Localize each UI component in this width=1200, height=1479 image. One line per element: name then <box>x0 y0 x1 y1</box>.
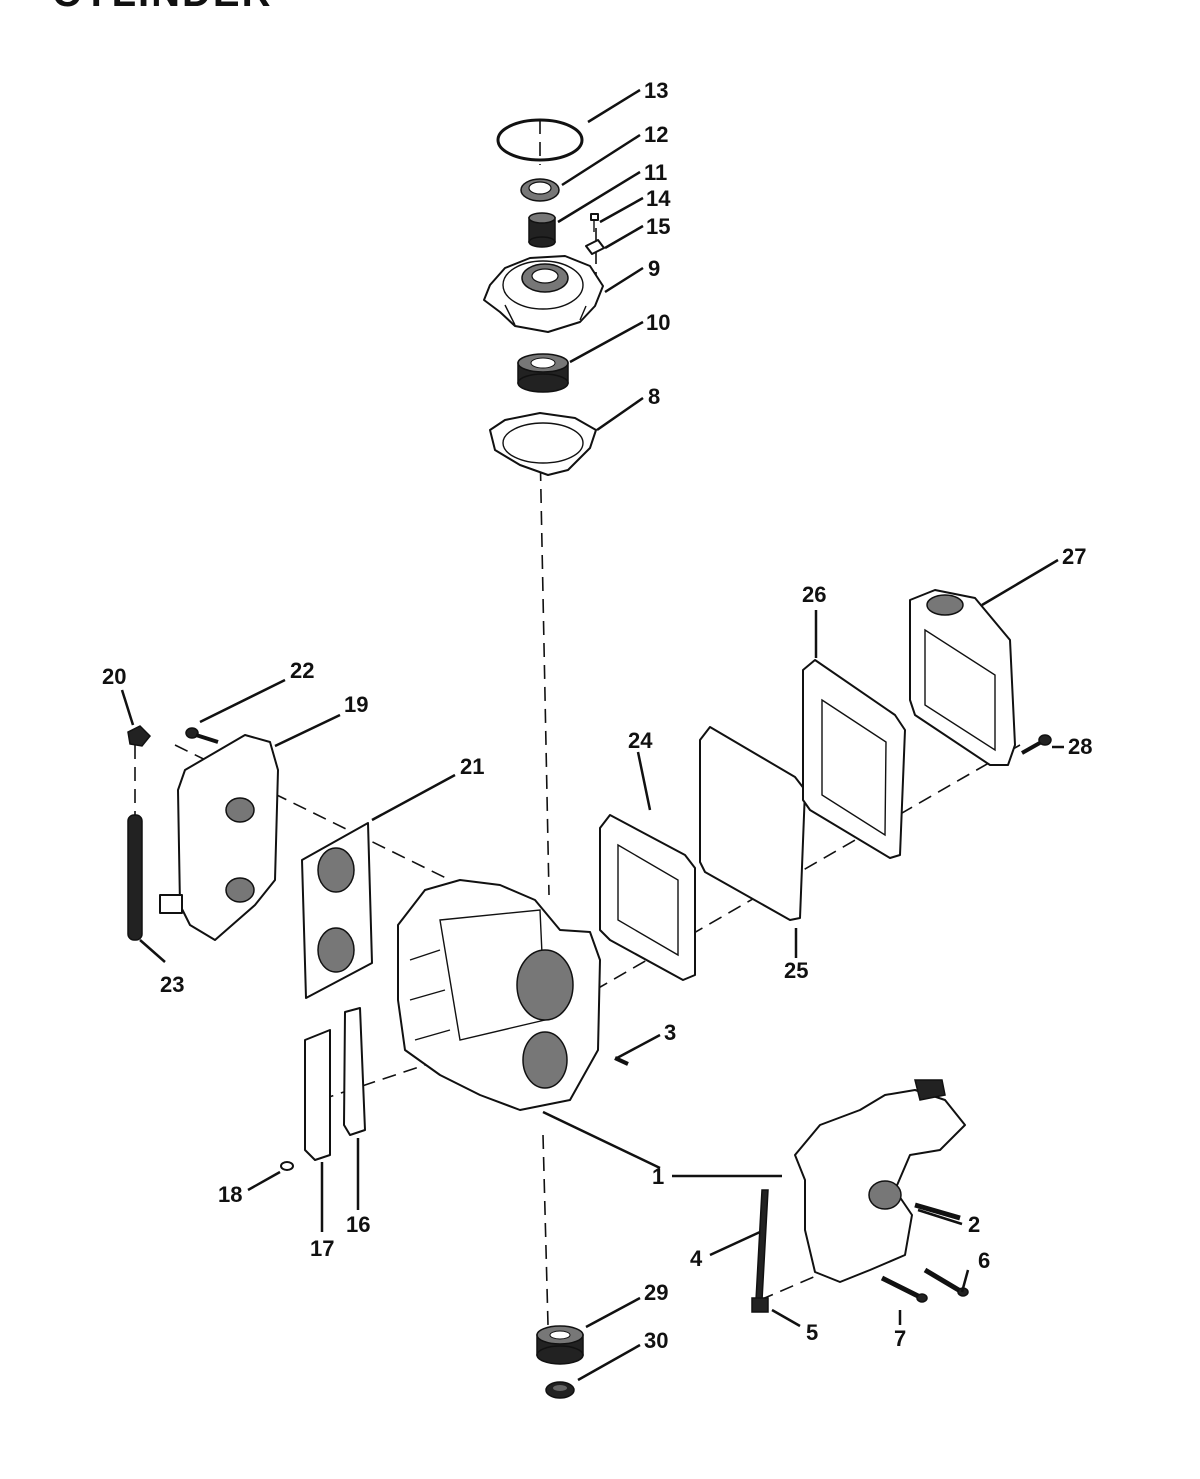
clip-part <box>585 239 605 255</box>
end-cap-gasket-part <box>489 412 597 476</box>
callout-20: 20 <box>102 664 126 689</box>
callout-23: 23 <box>160 972 184 997</box>
exhaust-cover-part <box>909 589 1016 766</box>
callout-22: 22 <box>290 658 314 683</box>
screw-part <box>590 213 599 232</box>
callout-17: 17 <box>310 1236 334 1261</box>
callout-8: 8 <box>648 384 660 409</box>
callout-2: 2 <box>968 1212 980 1237</box>
callout-13: 13 <box>644 78 668 103</box>
ball-bearing-part <box>517 353 569 393</box>
callout-27: 27 <box>1062 544 1086 569</box>
intake-manifold-part <box>794 1079 966 1283</box>
callout-4: 4 <box>690 1246 703 1271</box>
cylinder-block-part <box>397 879 601 1111</box>
callout-16: 16 <box>346 1212 370 1237</box>
tube-part <box>127 814 143 941</box>
callout-30: 30 <box>644 1328 668 1353</box>
callout-11: 11 <box>644 160 667 185</box>
dowel-pin-part <box>614 1056 629 1066</box>
callout-19: 19 <box>344 692 368 717</box>
callout-28: 28 <box>1068 734 1092 759</box>
bolt-28-part <box>1021 734 1052 755</box>
callout-15: 15 <box>646 214 670 239</box>
callout-14: 14 <box>646 186 671 211</box>
callout-9: 9 <box>648 256 660 281</box>
divider-plate-part <box>699 726 806 921</box>
callout-5: 5 <box>806 1320 818 1345</box>
callout-26: 26 <box>802 582 826 607</box>
exhaust-gasket-part <box>599 814 696 981</box>
end-cap-part <box>483 255 604 333</box>
callout-29: 29 <box>644 1280 668 1305</box>
bolt-22-part <box>185 727 219 744</box>
cover-plate-gasket-part <box>343 1007 366 1136</box>
leader-lines <box>120 88 1064 1382</box>
callout-25: 25 <box>784 958 808 983</box>
elbow-fitting-part <box>751 1297 769 1313</box>
callout-1: 1 <box>652 1164 664 1189</box>
lower-seal-part <box>545 1381 575 1399</box>
o-ring-part <box>496 118 584 162</box>
bolt-6-part <box>923 1267 969 1297</box>
fitting-part <box>127 725 152 747</box>
page-title: CYLINDER <box>52 0 272 15</box>
callout-24: 24 <box>628 728 653 753</box>
exhaust-cover-gasket-part <box>802 659 906 859</box>
callout-6: 6 <box>978 1248 990 1273</box>
callout-12: 12 <box>644 122 668 147</box>
hose-part <box>755 1189 769 1301</box>
transfer-gasket-part <box>301 822 373 999</box>
bolt-7-part <box>880 1275 928 1303</box>
transfer-cover-part <box>159 734 279 941</box>
lower-ball-bearing-part <box>536 1325 584 1365</box>
callout-21: 21 <box>460 754 484 779</box>
callout-10: 10 <box>646 310 670 335</box>
needle-bearing-part <box>528 212 556 248</box>
cover-plate-part <box>304 1029 331 1161</box>
callout-labels: 13 12 11 14 15 9 10 8 27 26 24 28 25 22 … <box>102 78 1092 1353</box>
callout-3: 3 <box>664 1020 676 1045</box>
seal-part <box>520 178 560 202</box>
callout-7: 7 <box>894 1326 906 1351</box>
screw-18-part <box>280 1161 294 1171</box>
stud-part <box>914 1202 961 1221</box>
callout-18: 18 <box>218 1182 242 1207</box>
